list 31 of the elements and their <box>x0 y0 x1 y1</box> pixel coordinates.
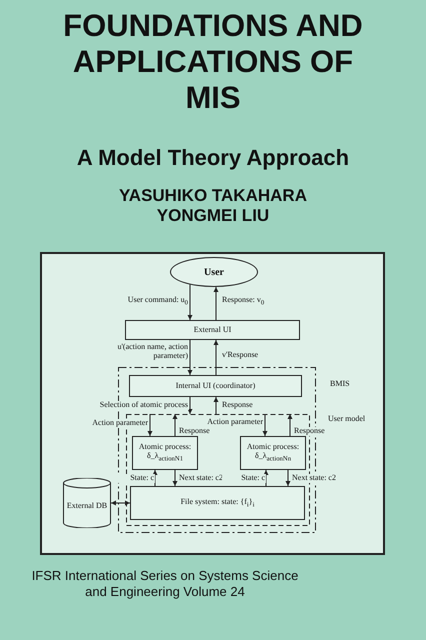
arrow <box>262 414 268 436</box>
arrow <box>152 470 158 486</box>
arrow <box>288 414 292 436</box>
group-title: BMIS <box>330 379 350 388</box>
arrow <box>264 470 268 486</box>
group-title: User model <box>328 414 366 423</box>
process-box: File system: state: {f$_{i}$}$_{i}$ <box>130 486 305 520</box>
actor-ellipse: User <box>170 257 258 287</box>
arrow <box>214 396 218 414</box>
edge-label: State: c <box>222 474 266 483</box>
arrow <box>214 286 218 320</box>
process-box: Internal UI (coordinator) <box>129 375 302 397</box>
arrow <box>214 340 218 376</box>
edge-label: State: c <box>116 474 155 483</box>
database-cylinder: External DB <box>63 478 111 528</box>
subtitle: A Model Theory Approach <box>76 145 350 171</box>
arrow <box>148 414 152 436</box>
arrow <box>110 500 130 506</box>
arrow <box>188 340 192 376</box>
arrow <box>172 414 178 436</box>
process-box: Atomic process: δ_λ$_{actionNn}$ <box>240 436 306 470</box>
process-box: Atomic process: δ_λ$_{actionN1}$ <box>132 436 198 470</box>
author-name: YONGMEI LIU <box>156 206 270 226</box>
arrow <box>172 470 178 486</box>
arrow <box>188 396 192 414</box>
process-box: External UI <box>125 320 300 340</box>
arrow <box>286 470 290 486</box>
author-name: YASUHIKO TAKAHARA <box>118 186 308 206</box>
series-text: IFSR International Series on Systems Science and Engineering Volume 24 <box>30 568 300 600</box>
arrow <box>188 284 192 320</box>
book-title: FOUNDATIONS AND APPLICATIONS OF MIS <box>62 8 364 116</box>
